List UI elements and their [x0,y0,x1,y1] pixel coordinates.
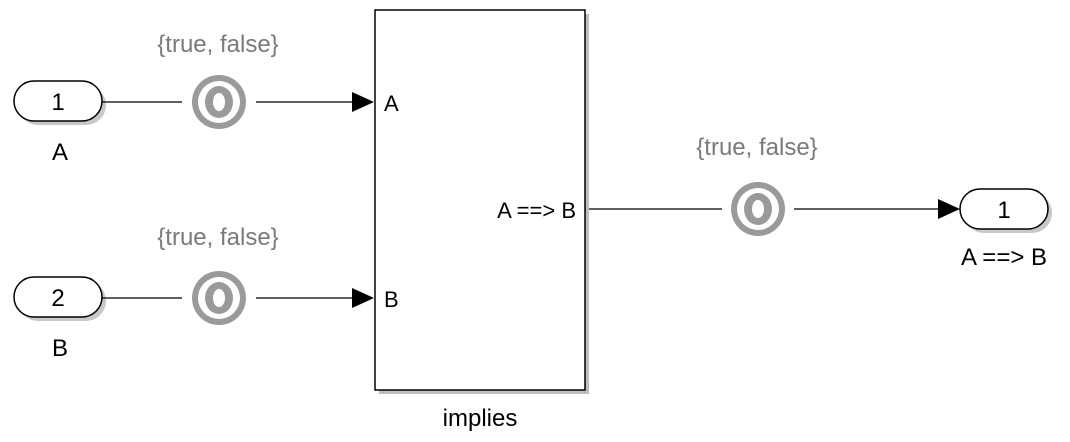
inport-a[interactable]: 1 [13,80,106,125]
inport-a-label: A [52,139,68,166]
subsystem-output: A ==> B [497,198,576,223]
arrowhead-icon [938,199,960,219]
signal-range-out: {true, false} [696,134,817,161]
arrowhead-icon [352,288,374,308]
observer-icon[interactable] [192,75,246,129]
inport-a-number: 1 [51,89,64,116]
outport-label: A ==> B [961,244,1047,271]
inport-b-label: B [52,335,68,362]
signal-range-b: {true, false} [157,224,278,251]
outport[interactable]: 1 [959,188,1052,233]
observer-icon[interactable] [731,182,785,236]
subsystem-input-b: B [384,287,399,312]
observer-icon[interactable] [192,271,246,325]
subsystem-implies[interactable]: A B A ==> B [374,9,589,394]
subsystem-name: implies [443,405,518,432]
arrowhead-icon [352,92,374,112]
outport-number: 1 [997,197,1010,224]
subsystem-input-a: A [384,91,399,116]
inport-b-number: 2 [51,285,64,312]
inport-b[interactable]: 2 [13,276,106,321]
signal-range-a: {true, false} [157,31,278,58]
